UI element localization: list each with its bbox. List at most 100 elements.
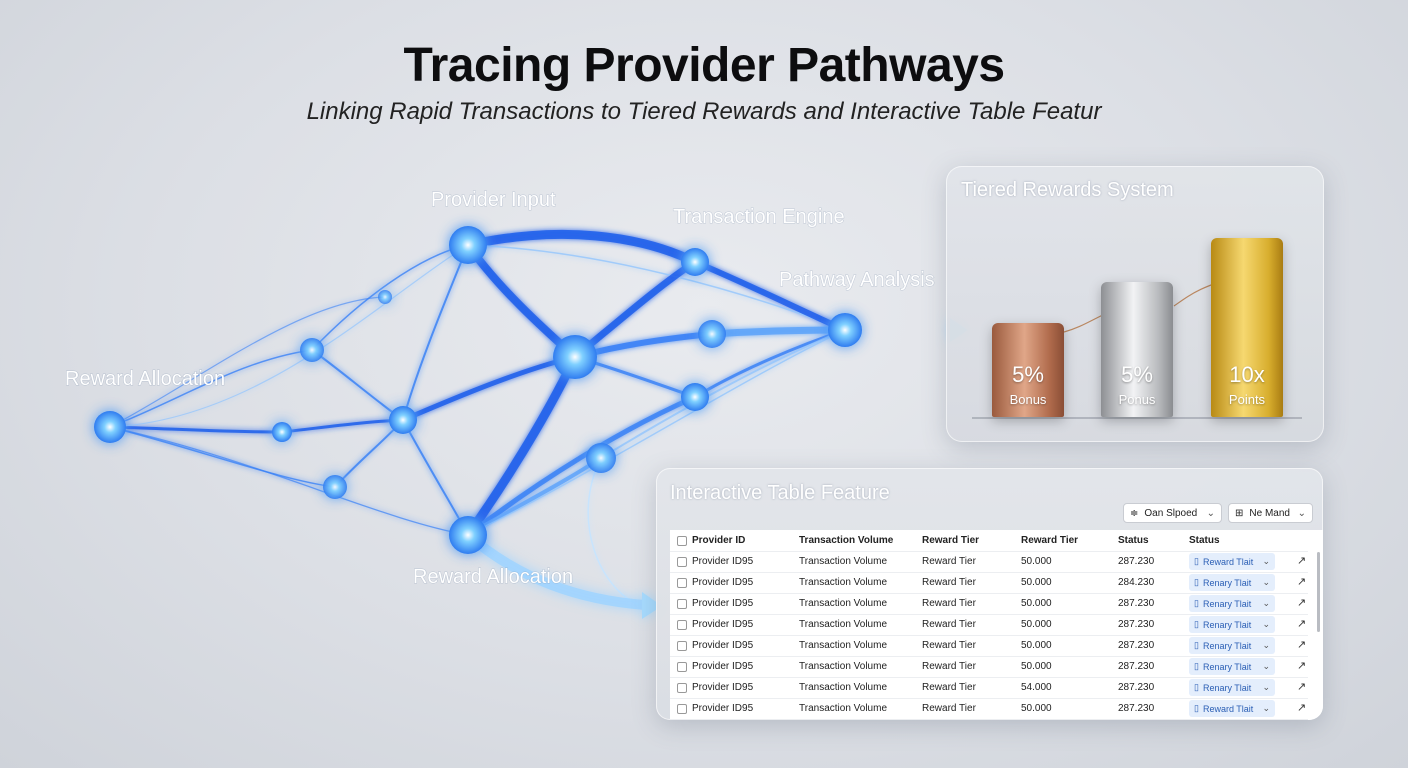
cell-amount: 50.000	[1021, 619, 1052, 630]
label-provider-input: Provider Input	[431, 189, 556, 211]
table-scrollbar[interactable]	[1317, 552, 1320, 632]
row-checkbox[interactable]	[677, 662, 687, 672]
node-reward-allocation-left	[94, 411, 126, 443]
tier-bar-silver: 5% Ponus	[1101, 282, 1173, 417]
node-transaction-engine	[681, 248, 709, 276]
edge	[109, 244, 469, 428]
cell-provider-id: Provider ID95	[692, 619, 754, 630]
column-header[interactable]: Reward Tier	[922, 535, 980, 546]
chevron-down-icon: ⌄	[1262, 598, 1270, 608]
cell-amount: 50.000	[1021, 703, 1052, 714]
select-all-checkbox[interactable]	[677, 536, 687, 546]
cell-provider-id: Provider ID95	[692, 640, 754, 651]
table-row[interactable]: Provider ID95 Transaction Volume Reward …	[670, 572, 1308, 594]
status-dropdown[interactable]: ▯Renary Tlait⌄	[1189, 658, 1275, 675]
table-row[interactable]: Provider ID95 Transaction Volume Reward …	[670, 656, 1308, 678]
node-provider-input	[449, 226, 487, 264]
edge	[708, 326, 849, 338]
tier-value: 10x	[1229, 362, 1265, 387]
status-label: Renary Tlait	[1202, 682, 1252, 693]
node	[378, 290, 392, 304]
status-dropdown[interactable]: ▯Renary Tlait⌄	[1189, 595, 1275, 612]
expand-arrow-icon[interactable]: ↗	[1297, 597, 1307, 609]
cell-tier: Reward Tier	[922, 556, 976, 567]
expand-arrow-icon[interactable]: ↗	[1297, 576, 1307, 588]
table-row[interactable]: Provider ID95 Transaction Volume Reward …	[670, 677, 1308, 699]
page-title: Tracing Provider Pathways	[403, 39, 1005, 92]
table-panel-title: Interactive Table Feature	[670, 482, 890, 504]
node	[323, 475, 347, 499]
status-dropdown[interactable]: ▯Reward Tlait⌄	[1189, 700, 1275, 717]
status-dropdown[interactable]: ▯Renary Tlait⌄	[1189, 616, 1275, 633]
edge	[465, 394, 698, 538]
status-dropdown[interactable]: ▯Renary Tlait⌄	[1189, 637, 1275, 654]
expand-arrow-icon[interactable]: ↗	[1297, 639, 1307, 651]
node-reward-allocation-bottom	[449, 516, 487, 554]
table-row[interactable]: Provider ID95 Transaction Volume Reward …	[670, 593, 1308, 615]
cell-score: 287.230	[1118, 682, 1155, 693]
status-dropdown[interactable]: ▯Reward Tlait⌄	[1189, 553, 1275, 570]
edge	[280, 418, 405, 434]
cell-volume: Transaction Volume	[799, 556, 888, 567]
tier-bar-gold: 10x Points	[1211, 238, 1283, 417]
row-checkbox[interactable]	[677, 641, 687, 651]
cell-provider-id: Provider ID95	[692, 598, 754, 609]
table-row[interactable]: Provider ID95 Transaction Volume Reward …	[670, 614, 1308, 636]
row-checkbox[interactable]	[677, 704, 687, 714]
table-row[interactable]: Provider ID95 Transaction Volume Reward …	[670, 698, 1308, 720]
column-header[interactable]: Reward Tier	[1021, 535, 1079, 546]
cell-amount: 50.000	[1021, 661, 1052, 672]
filter-dropdown-1[interactable]: ≑ Oan Slpoed ⌄	[1123, 503, 1222, 523]
edge	[466, 456, 603, 537]
edge	[587, 457, 641, 606]
expand-arrow-icon[interactable]: ↗	[1297, 660, 1307, 672]
cell-tier: Reward Tier	[922, 598, 976, 609]
cell-amount: 50.000	[1021, 577, 1052, 588]
tier-bar-bronze: 5% Bonus	[992, 323, 1064, 417]
clipboard-icon: ▯	[1194, 703, 1199, 713]
row-checkbox[interactable]	[677, 620, 687, 630]
row-checkbox[interactable]	[677, 578, 687, 588]
cell-provider-id: Provider ID95	[692, 556, 754, 567]
edge	[109, 426, 336, 488]
label-reward-allocation-bottom: Reward Allocation	[413, 566, 573, 588]
cell-volume: Transaction Volume	[799, 619, 888, 630]
expand-arrow-icon[interactable]: ↗	[1297, 618, 1307, 630]
column-header[interactable]: Transaction Volume	[799, 535, 894, 546]
node	[300, 338, 324, 362]
status-label: Reward Tlait	[1202, 556, 1254, 567]
table-row[interactable]: Provider ID95 Transaction Volume Reward …	[670, 551, 1308, 573]
tier-value: 5%	[1012, 362, 1044, 387]
data-table: Provider ID Transaction Volume Reward Ti…	[670, 530, 1323, 720]
tier-value: 5%	[1121, 362, 1153, 387]
column-header[interactable]: Status	[1118, 535, 1149, 546]
column-header[interactable]: Status	[1189, 535, 1220, 546]
table-row[interactable]: Provider ID95 Transaction Volume Reward …	[670, 635, 1308, 657]
cell-volume: Transaction Volume	[799, 661, 888, 672]
clipboard-icon: ▯	[1194, 577, 1199, 587]
clipboard-icon: ▯	[1194, 661, 1199, 671]
cell-tier: Reward Tier	[922, 577, 976, 588]
tier-caption: Bonus	[1009, 392, 1047, 407]
node	[586, 443, 616, 473]
tier-caption: Ponus	[1118, 392, 1156, 407]
status-dropdown[interactable]: ▯Renary Tlait⌄	[1189, 679, 1275, 696]
status-dropdown[interactable]: ▯Renary Tlait⌄	[1189, 574, 1275, 591]
expand-arrow-icon[interactable]: ↗	[1297, 681, 1307, 693]
edge	[109, 349, 313, 428]
row-checkbox[interactable]	[677, 557, 687, 567]
cell-tier: Reward Tier	[922, 661, 976, 672]
filter-dropdown-2[interactable]: ⊞ Ne Mand ⌄	[1228, 503, 1313, 523]
rewards-panel-title: Tiered Rewards System	[961, 179, 1174, 201]
expand-arrow-icon[interactable]: ↗	[1297, 702, 1307, 714]
row-checkbox[interactable]	[677, 683, 687, 693]
cell-volume: Transaction Volume	[799, 640, 888, 651]
clipboard-icon: ▯	[1194, 640, 1199, 650]
status-label: Reward Tlait	[1202, 703, 1254, 714]
column-header[interactable]: Provider ID	[692, 535, 746, 546]
cell-score: 287.230	[1118, 598, 1155, 609]
expand-arrow-icon[interactable]: ↗	[1297, 555, 1307, 567]
row-checkbox[interactable]	[677, 599, 687, 609]
cell-provider-id: Provider ID95	[692, 661, 754, 672]
